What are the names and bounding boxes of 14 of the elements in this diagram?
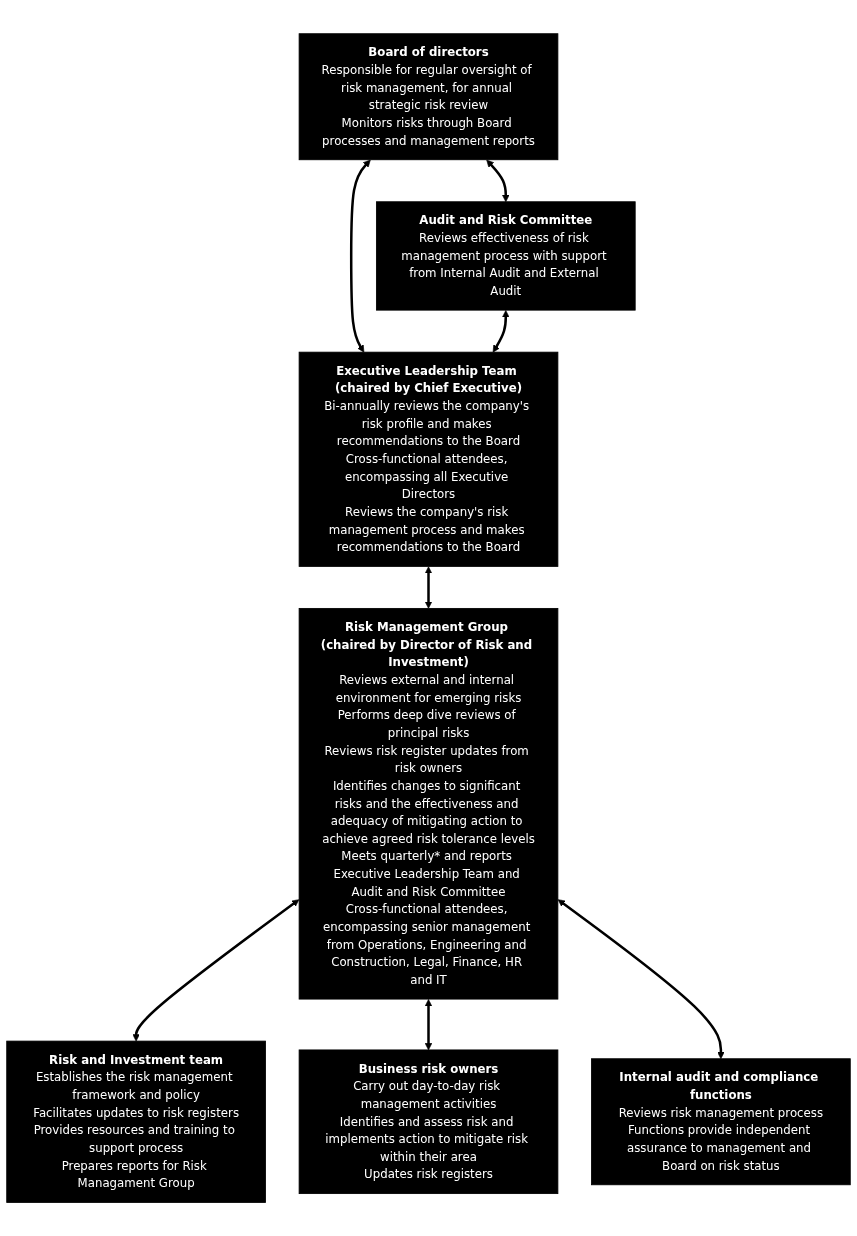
node-box: Audit and Risk Committee Reviews effectiveness of risk management process with support from Internal Audit and External Audit — [376, 201, 636, 311]
node-box: Risk and Investment team Establishes the risk management framework and policy Facilitates updates to risk registers Provides resources and training to support process Prepares reports for Risk Managament Group — [6, 1040, 266, 1203]
arrow — [424, 999, 433, 1051]
arrow — [492, 310, 510, 353]
arrow — [486, 159, 510, 202]
node-box: Executive Leadership Team (chaired by Chief Executive) Bi-annually reviews the company's risk profile and makes recommendations to the Board Cross-functional attendees, encompassing all Executive Directors Reviews the company's risk management process and makes recommendations to the Board — [298, 351, 559, 567]
arrow — [424, 566, 433, 609]
arrow — [349, 159, 371, 353]
node-box: Business risk owners Carry out day-to-day risk management activities Identifies and assess risk and implements action to mitigate risk within their area Updates risk registers — [298, 1049, 559, 1194]
node-box: Risk Management Group (chaired by Director of Risk and Investment) Reviews external and internal environment for emerging risks Performs deep dive reviews of principal risks Reviews risk register updates from risk owners Identifies changes to significant risks and the effectiveness and adequacy of mitigating action to achieve agreed risk tolerance levels Meets quarterly* and reports Executive Leadership Team and Audit and Risk Committee Cross-functional attendees, encompassing senior management from Operations, Engineering and Construction, Legal, Finance, HR and IT — [298, 607, 559, 1000]
arrow — [132, 899, 300, 1042]
node-box: Internal audit and compliance functions Reviews risk management process Functions provide independent assurance to management and Board on risk status — [591, 1058, 851, 1186]
arrow — [557, 899, 725, 1059]
node-box: Board of directors Responsible for regular oversight of risk management, for annual strategic risk review Monitors risks through Board processes and management reports — [298, 33, 559, 161]
